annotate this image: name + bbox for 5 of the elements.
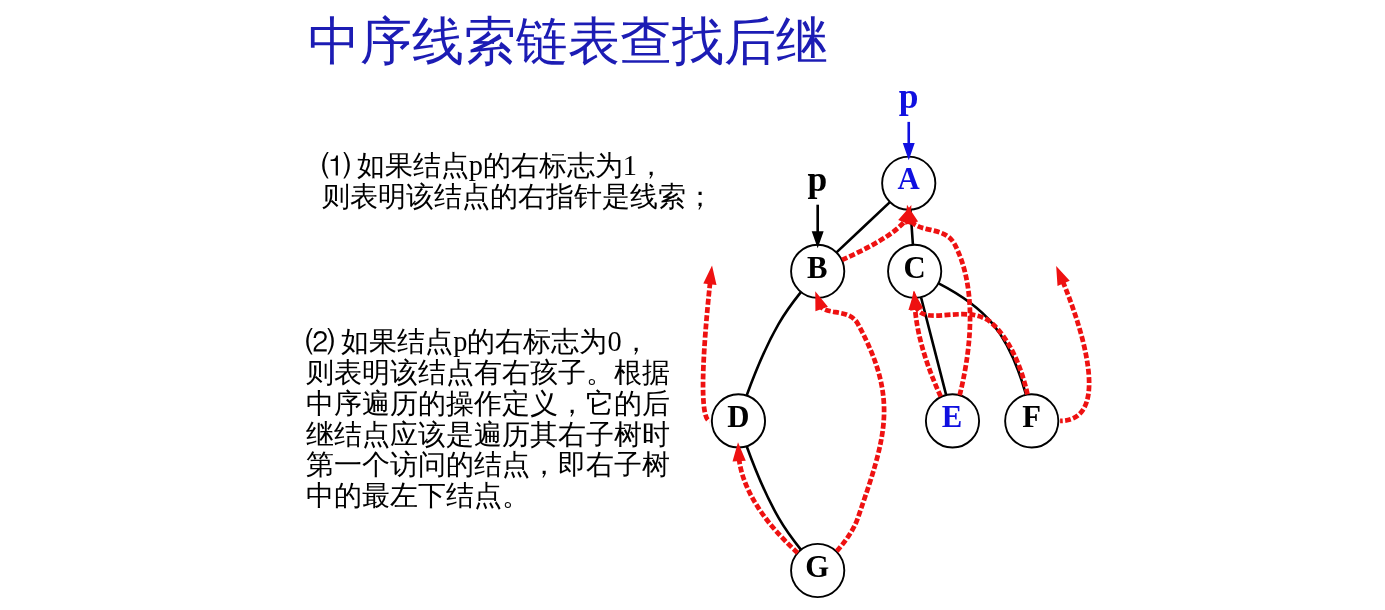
- diagram-title: 中序线索链表查找后继: [307, 13, 828, 71]
- node-text: p: [898, 76, 918, 117]
- label: ⑴ 如果结点p的右标志为1，则表明该结点的右指针是线索；: [321, 150, 714, 212]
- node-text: p: [807, 158, 827, 199]
- label: ⑵ 如果结点p的右标志为0，则表明该结点有右孩子。根据中序遍历的操作定义，它的后继结点应该是遍历其右子树时第一个访问的结点，即右子树中的最左下结点。: [305, 326, 670, 512]
